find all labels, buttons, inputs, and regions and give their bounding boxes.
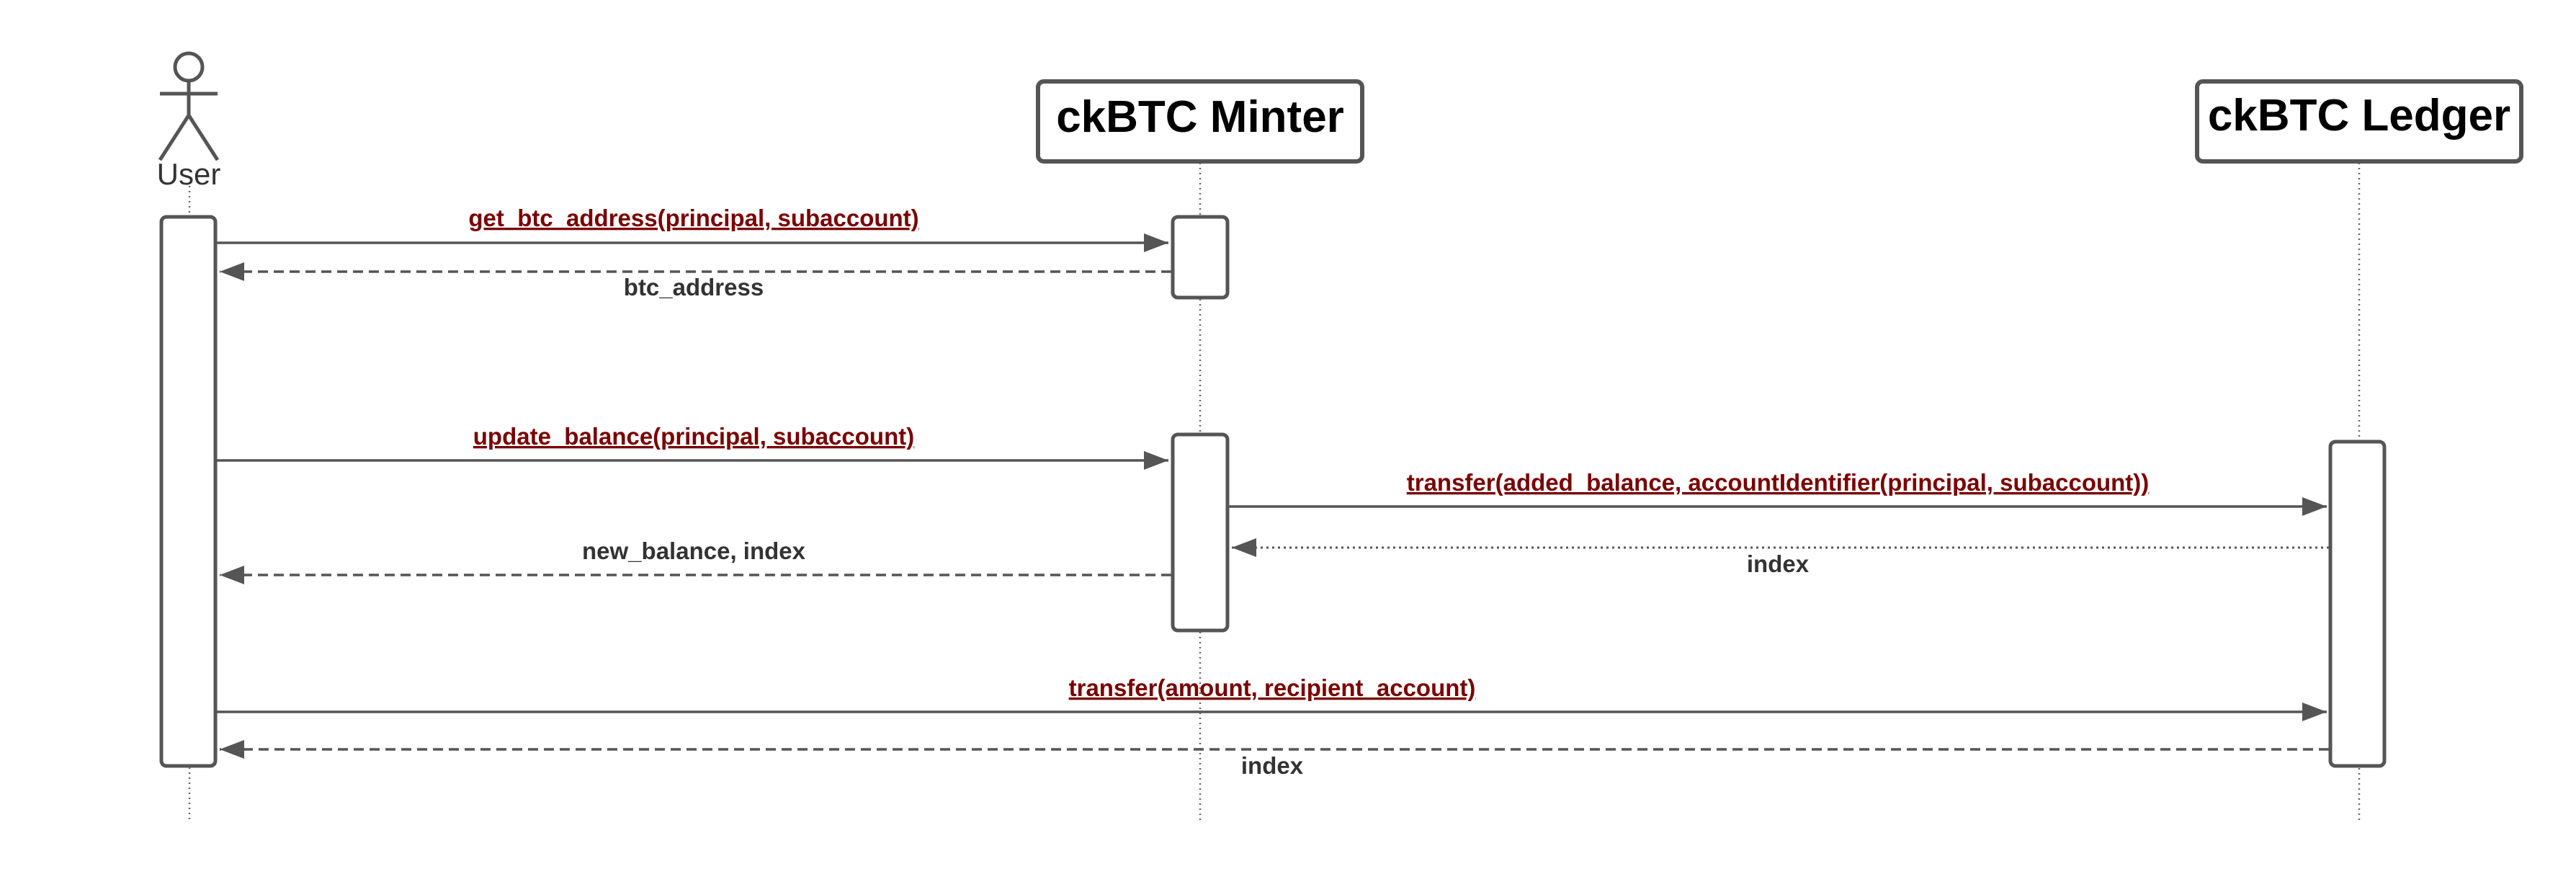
ledger-activation [2328,440,2387,768]
minter-activation-2 [1171,432,1230,633]
ledger-participant: ckBTC Ledger [2195,79,2523,164]
user-actor-icon [158,51,220,161]
btc-address-label: btc_address [624,274,764,300]
new-balance-label: new_balance, index [582,538,806,564]
ledger-title: ckBTC Ledger [2208,91,2510,141]
user-activation [159,215,218,768]
user-label: User [157,157,221,191]
get-btc-address-label: get_btc_address(principal, subaccount) [468,205,918,231]
transfer-amount-label: transfer(amount, recipient_account) [1069,674,1476,701]
minter-title: ckBTC Minter [1056,92,1344,142]
index-return-to-minter-label: index [1747,550,1810,577]
index-return-to-user-label: index [1241,752,1304,779]
minter-activation-1 [1171,215,1230,300]
minter-participant: ckBTC Minter [1036,79,1364,164]
update-balance-label: update_balance(principal, subaccount) [473,423,914,450]
transfer-added-balance-label: transfer(added_balance, accountIdentifie… [1407,469,2150,496]
